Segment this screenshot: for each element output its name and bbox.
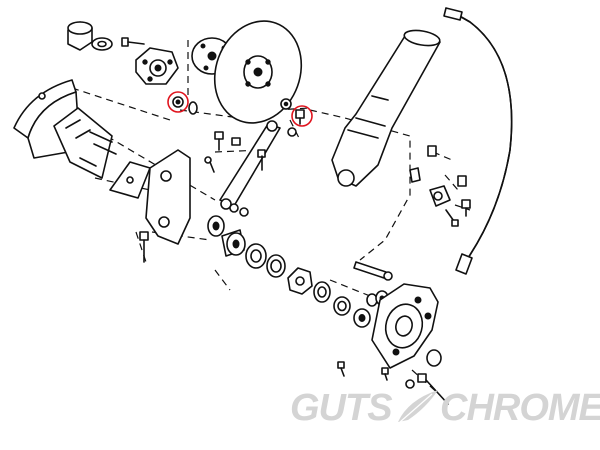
highlight-circle-left — [167, 91, 189, 113]
bushing — [67, 21, 93, 51]
bearing-1 — [221, 229, 246, 257]
hub — [135, 47, 179, 85]
screw-top — [121, 37, 145, 47]
watermark-chrome: CHROME — [440, 387, 600, 429]
fitting-1 — [427, 145, 437, 157]
washer-top — [91, 37, 113, 51]
torque-arm — [219, 120, 281, 210]
caliper-housing — [371, 283, 439, 369]
pin-right — [353, 261, 393, 281]
watermark-logo: GUTS CHROME — [290, 387, 600, 429]
hex-screw-left — [381, 367, 389, 381]
washer-2 — [313, 281, 331, 303]
banjo-fitting — [429, 185, 451, 207]
seal-1 — [245, 243, 267, 269]
bottom-bolts — [337, 361, 449, 405]
watermark-guts: GUTS — [290, 387, 392, 429]
feather-icon — [398, 390, 438, 423]
bolts-middle — [204, 127, 297, 217]
fork-leg — [331, 29, 441, 187]
caliper-bracket — [145, 149, 191, 245]
bolt-highlighted — [295, 109, 305, 125]
spacer-2 — [266, 254, 286, 278]
small-bracket — [109, 161, 151, 199]
pins — [79, 131, 117, 167]
nut-disc — [280, 98, 292, 110]
back-plate — [53, 107, 113, 179]
axle-bolt — [139, 231, 149, 263]
washer-3 — [333, 296, 351, 316]
brake-line — [443, 7, 513, 275]
nut-highlighted — [172, 96, 184, 108]
washer-4 — [353, 308, 371, 328]
hex-nut — [287, 267, 313, 295]
brake-disc — [213, 20, 303, 124]
o-ring — [426, 349, 442, 367]
banjo-bolt — [461, 199, 471, 217]
bleeder-screw — [445, 209, 459, 227]
fitting-2 — [409, 167, 421, 183]
fitting-3 — [457, 175, 467, 187]
washer-disc — [188, 101, 198, 115]
spacer-1 — [207, 215, 225, 237]
highlight-circle-right — [291, 105, 313, 127]
